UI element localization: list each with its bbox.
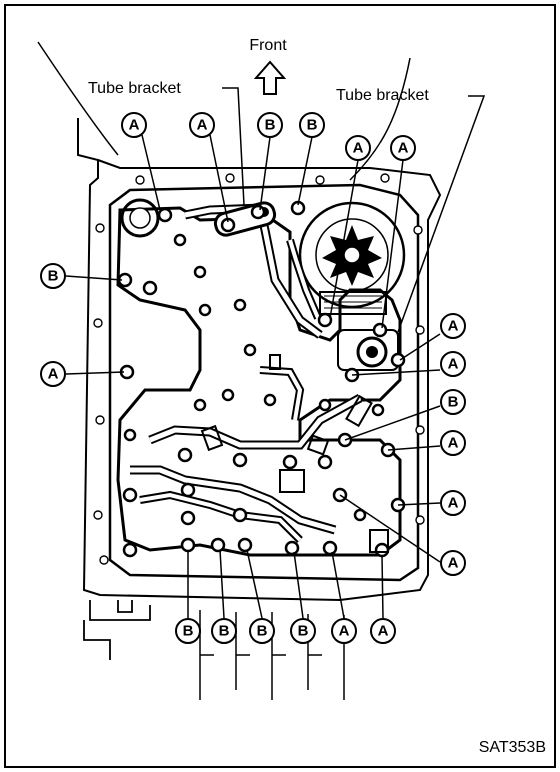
callout-a: A	[440, 490, 466, 516]
valve-blocks	[200, 354, 389, 553]
figure-border	[4, 4, 556, 768]
svg-text:B: B	[257, 623, 268, 640]
svg-text:A: A	[197, 117, 208, 134]
lower-legs	[199, 610, 345, 700]
callout-a: A	[345, 135, 371, 161]
callout-b: B	[175, 618, 201, 644]
svg-text:B: B	[298, 623, 309, 640]
callout-b: B	[211, 618, 237, 644]
callout-b: B	[249, 618, 275, 644]
callout-b: B	[440, 389, 466, 415]
svg-text:A: A	[448, 435, 459, 452]
svg-text:A: A	[129, 117, 140, 134]
svg-text:A: A	[378, 623, 389, 640]
lower-flange	[83, 600, 151, 660]
callout-leaders	[65, 134, 441, 619]
valve-body-outline	[108, 183, 420, 582]
accumulator-icon	[120, 198, 160, 238]
svg-text:B: B	[48, 268, 59, 285]
svg-text:A: A	[448, 356, 459, 373]
callout-a: A	[440, 550, 466, 576]
svg-text:A: A	[448, 495, 459, 512]
valve-body-bolts	[117, 200, 406, 558]
svg-text:B: B	[265, 117, 276, 134]
callout-a: A	[189, 112, 215, 138]
tube-bracket-left-leader	[222, 87, 245, 206]
svg-text:B: B	[448, 394, 459, 411]
gasket-holes	[93, 173, 425, 565]
callout-a: A	[440, 430, 466, 456]
callout-a: A	[440, 351, 466, 377]
callout-b: B	[299, 112, 325, 138]
callout-a: A	[331, 618, 357, 644]
tube-bracket-right-leader	[397, 95, 486, 333]
callout-a: A	[440, 313, 466, 339]
callout-a: A	[121, 112, 147, 138]
callout-b: B	[40, 263, 66, 289]
svg-text:A: A	[448, 318, 459, 335]
figure-code: SAT353B	[479, 739, 546, 756]
svg-text:A: A	[339, 623, 350, 640]
callout-a: A	[40, 361, 66, 387]
svg-text:A: A	[353, 140, 364, 157]
callout-group: A A B B A A B A A A B A A A B B B B A A	[40, 112, 466, 644]
callout-b: B	[257, 112, 283, 138]
callout-b: B	[290, 618, 316, 644]
tube-bracket-left-label: Tube bracket	[88, 80, 181, 97]
svg-text:A: A	[398, 140, 409, 157]
transmission-case	[77, 118, 442, 602]
svg-text:A: A	[448, 555, 459, 572]
callout-a: A	[390, 135, 416, 161]
oil-tubes	[130, 203, 363, 543]
front-label: Front	[249, 37, 287, 54]
svg-text:B: B	[307, 117, 318, 134]
svg-text:B: B	[219, 623, 230, 640]
callout-a: A	[370, 618, 396, 644]
tube-bracket-right-label: Tube bracket	[336, 87, 429, 104]
svg-text:A: A	[48, 366, 59, 383]
svg-text:B: B	[183, 623, 194, 640]
housing-curve-left	[37, 41, 119, 156]
solenoid-assembly	[337, 329, 399, 371]
oil-pump-gear-icon	[298, 201, 406, 315]
housing-curve-right	[349, 57, 411, 181]
front-arrow-icon	[253, 60, 287, 95]
